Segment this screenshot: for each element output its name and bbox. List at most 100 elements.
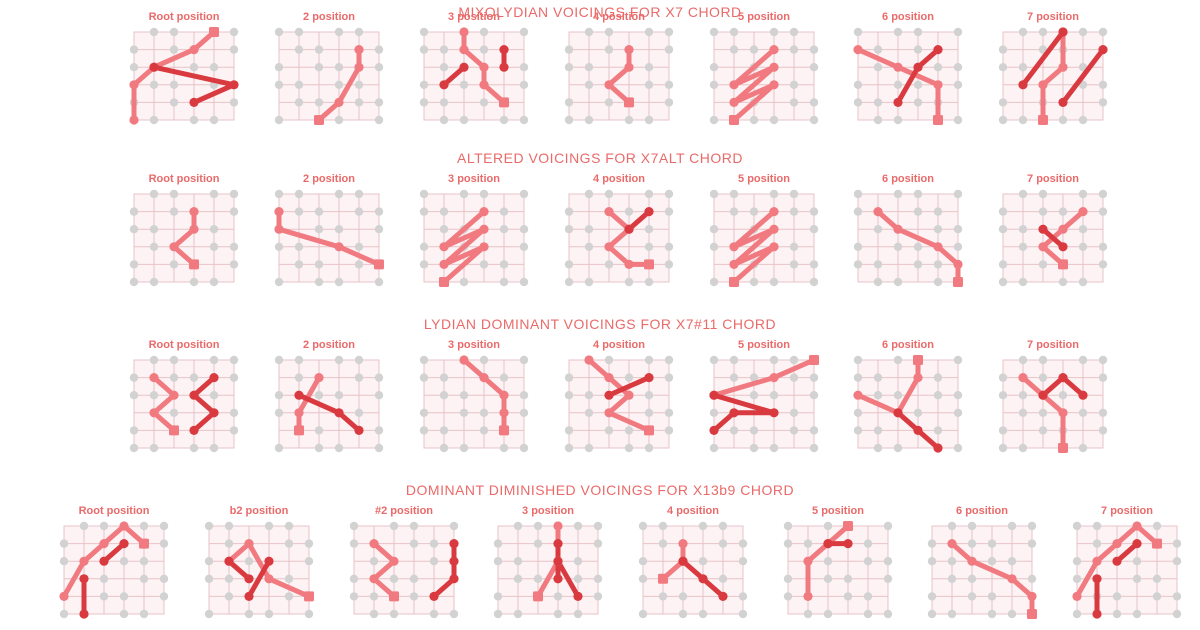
fret-marker (709, 277, 719, 287)
fret-marker (204, 574, 214, 583)
fret-marker (584, 27, 594, 37)
fret-marker (284, 539, 294, 548)
chord-tone-marker (189, 207, 199, 217)
fret-marker (1058, 115, 1068, 125)
fret-marker (284, 574, 294, 583)
chord-tone-marker (499, 390, 509, 400)
chord-tone-marker (644, 207, 654, 217)
fret-marker (564, 426, 574, 435)
fret-marker (873, 45, 883, 54)
fret-marker (1072, 574, 1082, 583)
fret-marker (664, 98, 674, 107)
position-label: 7 position (1101, 505, 1153, 517)
chord-tone-marker (479, 62, 489, 72)
fret-marker (314, 207, 324, 216)
position-label: 7 position (1027, 11, 1079, 23)
chord-tone-marker (244, 539, 254, 549)
voicing-diagram: 5 position (782, 504, 894, 622)
chord-tone-marker (354, 45, 364, 55)
fretboard-diagram (59, 521, 169, 619)
root-marker (913, 355, 923, 365)
fret-marker (638, 574, 648, 583)
chord-tone-marker (149, 408, 159, 418)
fret-marker (209, 355, 219, 365)
root-marker (169, 425, 179, 436)
chord-tone-marker (1112, 556, 1122, 566)
fret-marker (729, 27, 739, 37)
fretboard-diagram (274, 27, 384, 125)
voicing-path (1020, 29, 1066, 88)
fret-marker (374, 225, 384, 234)
fretboard-diagram (783, 521, 893, 619)
fret-marker (769, 277, 779, 287)
root-marker (644, 425, 654, 436)
fret-marker (314, 391, 324, 400)
chord-tone-marker (1072, 591, 1082, 601)
fret-marker (229, 98, 239, 107)
voicing-path (711, 392, 777, 433)
fret-marker (1112, 592, 1122, 601)
fret-marker (189, 115, 199, 125)
fret-marker (998, 207, 1008, 216)
fret-marker (998, 277, 1008, 287)
fret-marker (1018, 391, 1028, 400)
chord-tone-marker (604, 390, 614, 400)
fret-marker (1098, 189, 1108, 199)
fret-marker (519, 277, 529, 287)
root-marker (499, 425, 509, 436)
fret-marker (374, 277, 384, 287)
chord-tone-marker (769, 408, 779, 418)
fret-marker (729, 426, 739, 435)
fret-marker (349, 539, 359, 548)
fret-marker (1172, 539, 1182, 548)
fret-marker (853, 27, 863, 37)
fret-marker (79, 521, 89, 531)
chord-tone-marker (189, 390, 199, 400)
fret-marker (769, 391, 779, 400)
fret-marker (119, 557, 129, 566)
fret-marker (933, 63, 943, 72)
fret-marker (149, 27, 159, 37)
chord-tone-marker (769, 207, 779, 217)
root-marker (189, 259, 199, 270)
fretboard-diagram (129, 189, 239, 287)
fret-marker (229, 426, 239, 435)
fret-marker (1018, 242, 1028, 251)
fret-marker (1018, 63, 1028, 72)
fret-marker (389, 609, 399, 619)
fretboard-diagram (927, 521, 1037, 619)
chord-tone-marker (499, 62, 509, 72)
fret-marker (224, 539, 234, 548)
fret-marker (584, 80, 594, 89)
fret-marker (209, 189, 219, 199)
fret-marker (129, 225, 139, 234)
chord-tone-marker (843, 539, 853, 549)
fret-marker (789, 242, 799, 251)
fret-marker (189, 277, 199, 287)
fret-marker (349, 574, 359, 583)
voicing-path (855, 357, 921, 416)
root-marker (1038, 115, 1048, 125)
voicing-diagram: 7 position (997, 10, 1109, 128)
fret-marker (584, 63, 594, 72)
fretboard-diagram (853, 27, 963, 125)
chord-tone-marker (953, 259, 963, 269)
fret-marker (709, 63, 719, 72)
position-label: 7 position (1027, 173, 1079, 185)
chord-tone-marker (769, 45, 779, 55)
fret-marker (624, 115, 634, 125)
fret-marker (718, 521, 728, 531)
fret-marker (803, 539, 813, 548)
chord-tone-marker (334, 97, 344, 107)
fret-marker (584, 443, 594, 453)
fretboard-diagram (419, 27, 529, 125)
fret-marker (294, 207, 304, 216)
fret-marker (584, 189, 594, 199)
chord-tone-marker (189, 224, 199, 234)
chord-tone-marker (244, 574, 254, 584)
root-marker (933, 115, 943, 125)
fret-marker (493, 592, 503, 601)
fret-marker (409, 592, 419, 601)
chord-tone-marker (769, 242, 779, 252)
fret-marker (1172, 609, 1182, 619)
